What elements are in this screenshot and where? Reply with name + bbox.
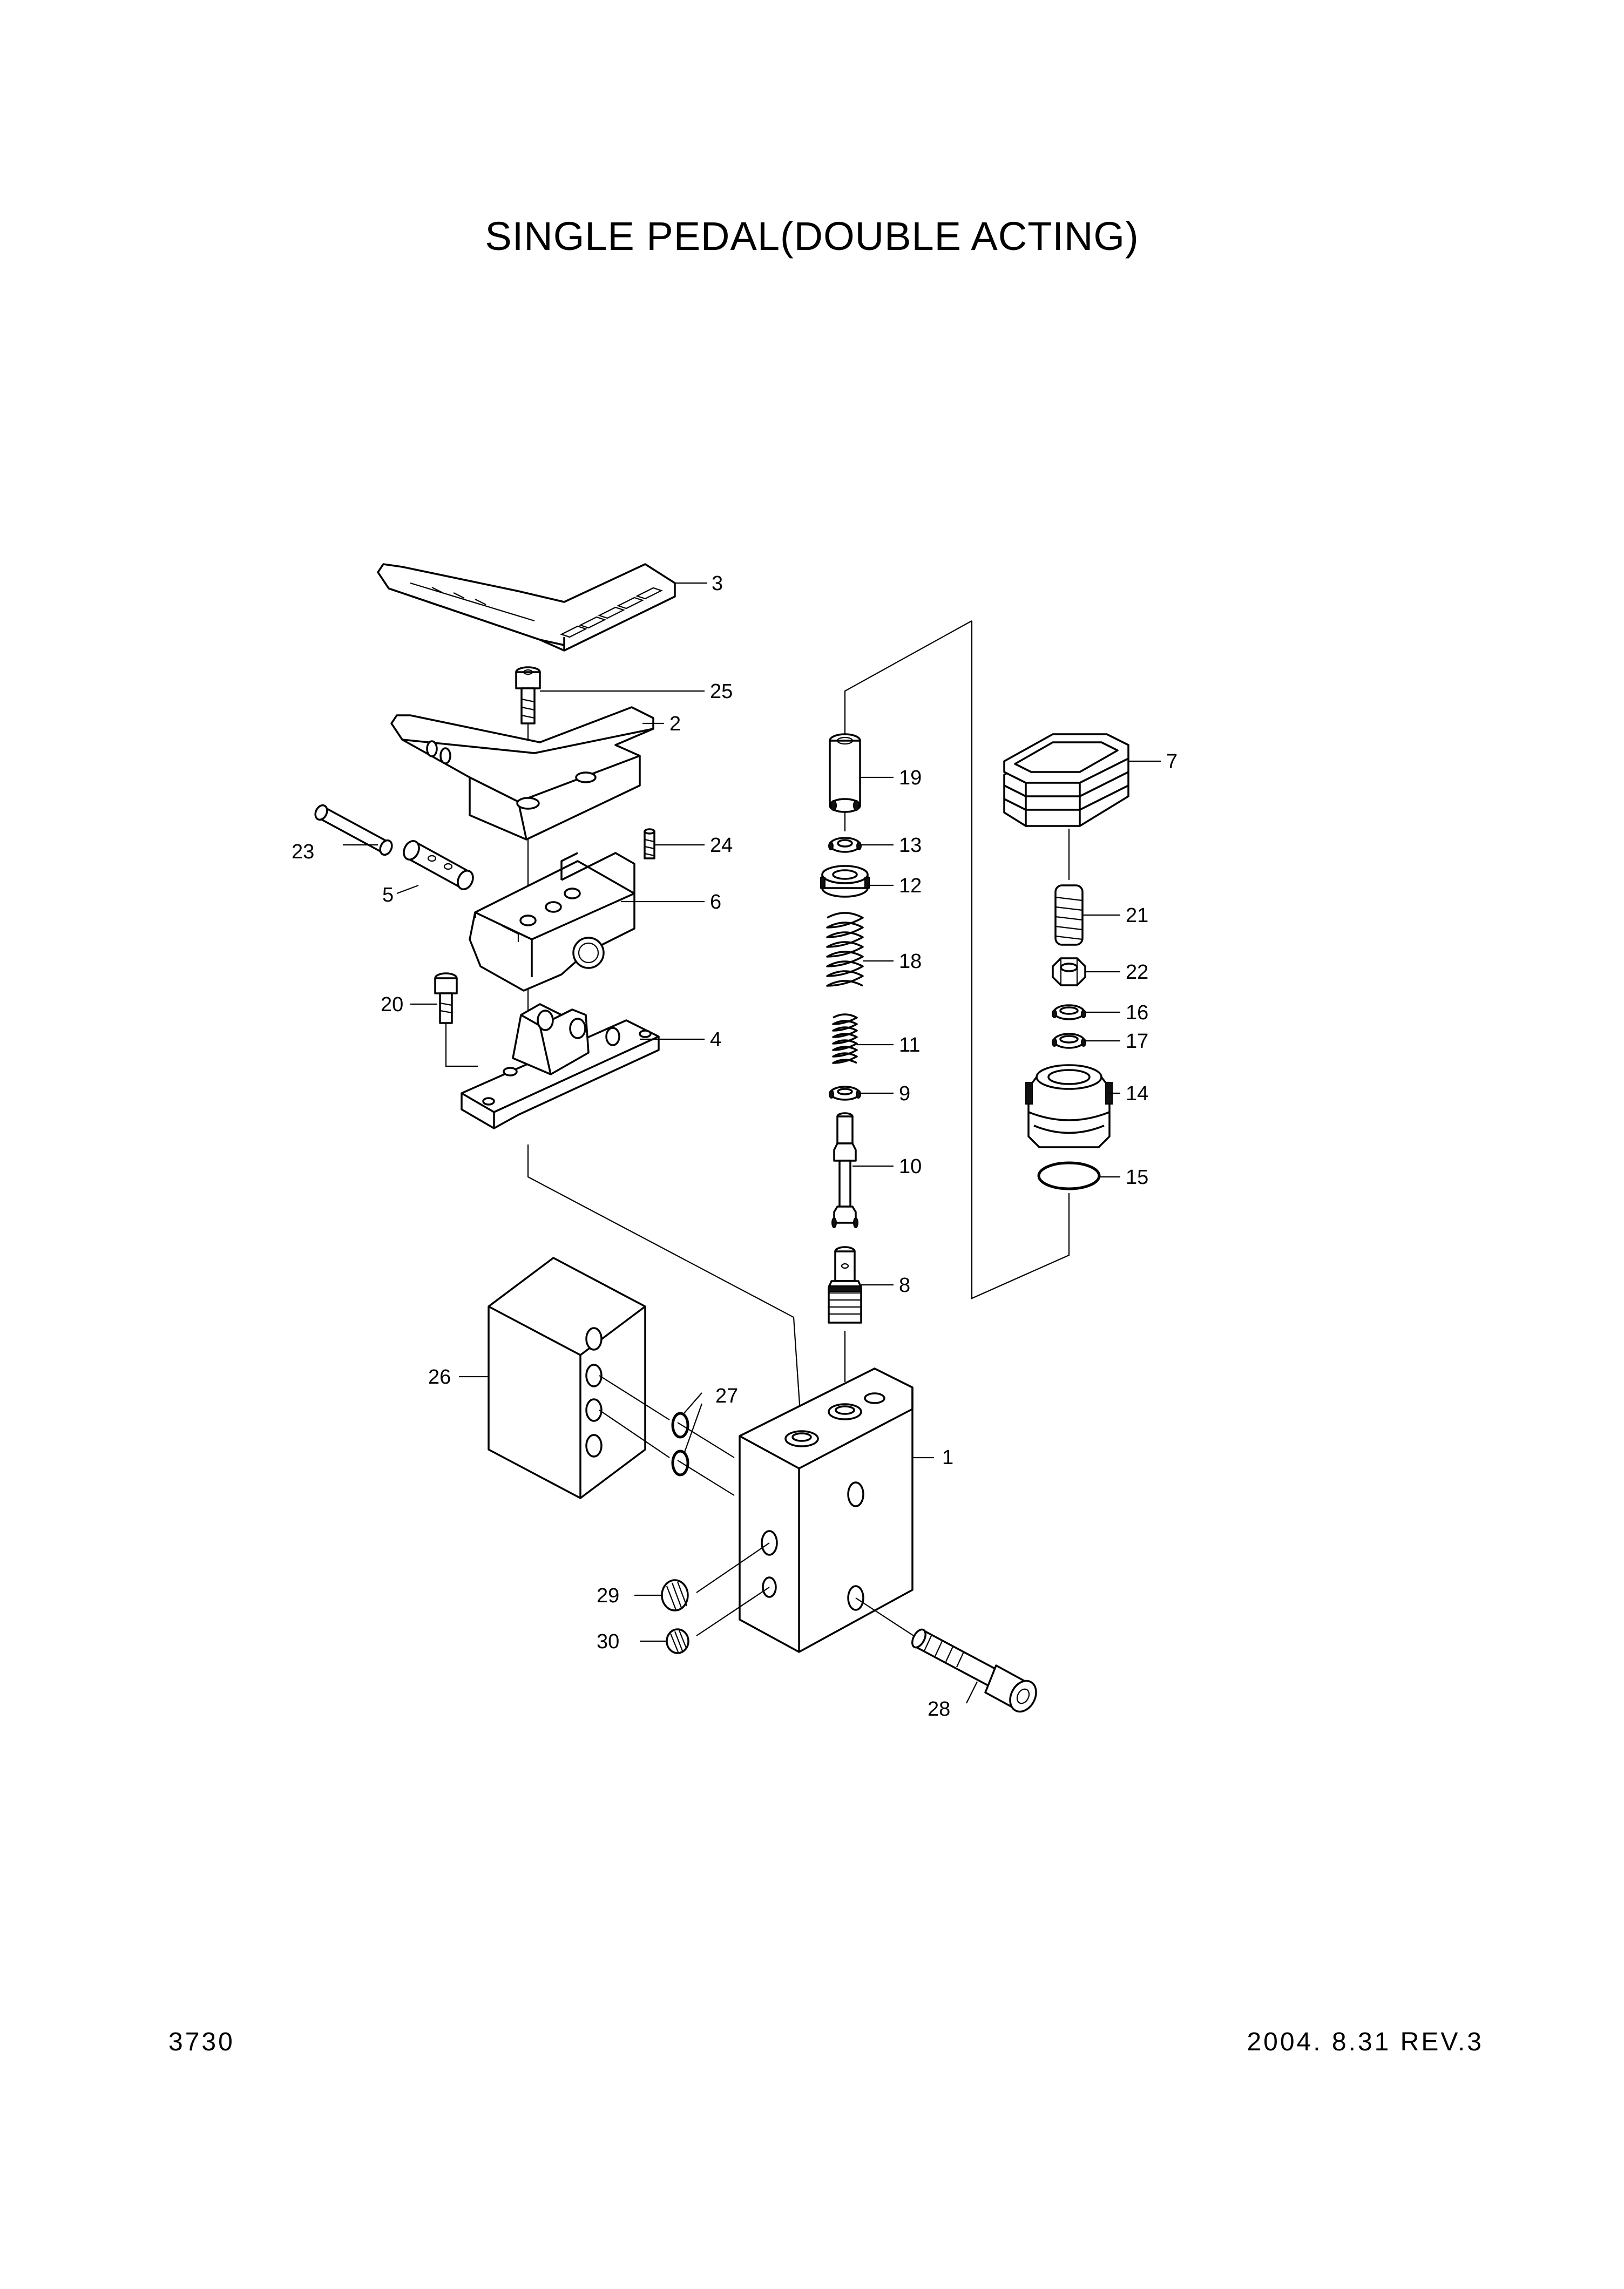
casing-part-14 — [1025, 1064, 1113, 1148]
plug-part-8 — [828, 1246, 862, 1324]
assembly-guide-lines — [445, 620, 1070, 1437]
callout-18: 18 — [899, 950, 922, 973]
rod-part-21 — [1054, 884, 1084, 946]
callout-19: 19 — [899, 767, 922, 789]
callout-12: 12 — [899, 875, 922, 897]
callout-1: 1 — [942, 1446, 953, 1469]
page-number: 3730 — [168, 2028, 235, 2056]
spring-part-18 — [826, 912, 864, 987]
seal-part-17 — [1052, 1033, 1086, 1049]
callout-27: 27 — [715, 1385, 738, 1407]
callout-25: 25 — [710, 680, 733, 703]
push-rod-part-19 — [829, 733, 861, 813]
callout-2: 2 — [669, 713, 681, 735]
boot-part-7 — [1003, 733, 1129, 827]
cap-screw-part-28 — [911, 1628, 1037, 1713]
spring-seat-part-12 — [820, 865, 870, 898]
set-screw-part-24 — [644, 828, 655, 859]
callout-3: 3 — [712, 572, 723, 595]
plug-part-30 — [666, 1628, 689, 1654]
cap-screw-part-20 — [434, 972, 458, 1024]
callout-7: 7 — [1166, 750, 1178, 773]
callout-17: 17 — [1126, 1030, 1148, 1053]
washer-part-9 — [829, 1086, 861, 1101]
callout-26: 26 — [428, 1366, 451, 1389]
plate-part-26 — [488, 1257, 735, 1499]
callout-15: 15 — [1126, 1166, 1148, 1189]
callout-29: 29 — [597, 1584, 619, 1607]
callout-30: 30 — [597, 1630, 619, 1653]
callout-22: 22 — [1126, 961, 1148, 984]
bracket-part-4 — [461, 1003, 660, 1129]
cap-screw-part-25 — [515, 666, 541, 724]
valve-body-part-1 — [696, 1367, 918, 1653]
callout-10: 10 — [899, 1155, 922, 1178]
holder-part-6 — [469, 852, 635, 992]
callout-leaders — [343, 582, 1161, 1704]
callout-5: 5 — [382, 884, 394, 906]
seal-part-16 — [1052, 1004, 1086, 1020]
revision-date: 2004. 8.31 REV.3 — [1247, 2028, 1484, 2056]
callout-20: 20 — [381, 993, 403, 1016]
callout-13: 13 — [899, 834, 922, 857]
callout-23: 23 — [292, 841, 314, 863]
pedal-cover-part-3 — [377, 563, 676, 652]
spool-part-10 — [831, 1112, 858, 1228]
callout-6: 6 — [710, 891, 721, 913]
callout-16: 16 — [1126, 1001, 1148, 1024]
pin-part-5 — [403, 840, 474, 890]
callout-24: 24 — [710, 834, 733, 857]
callout-labels: 1 2 3 4 5 6 7 8 9 10 11 12 13 14 15 16 1… — [292, 572, 1178, 1721]
diagram-title: SINGLE PEDAL(DOUBLE ACTING) — [485, 214, 1139, 259]
spring-part-11 — [832, 1013, 858, 1064]
callout-14: 14 — [1126, 1082, 1148, 1105]
nut-part-22 — [1052, 957, 1086, 986]
callout-9: 9 — [899, 1082, 910, 1105]
callout-11: 11 — [899, 1034, 920, 1057]
callout-4: 4 — [710, 1028, 721, 1051]
callout-21: 21 — [1126, 904, 1148, 927]
washer-part-13 — [828, 837, 862, 853]
pedal-part-2 — [390, 706, 654, 841]
callout-28: 28 — [928, 1698, 950, 1721]
callout-8: 8 — [899, 1274, 910, 1297]
o-ring-part-27 — [671, 1412, 689, 1477]
o-ring-part-15 — [1037, 1161, 1101, 1190]
pin-part-23 — [314, 804, 393, 856]
plug-part-29 — [661, 1579, 689, 1611]
